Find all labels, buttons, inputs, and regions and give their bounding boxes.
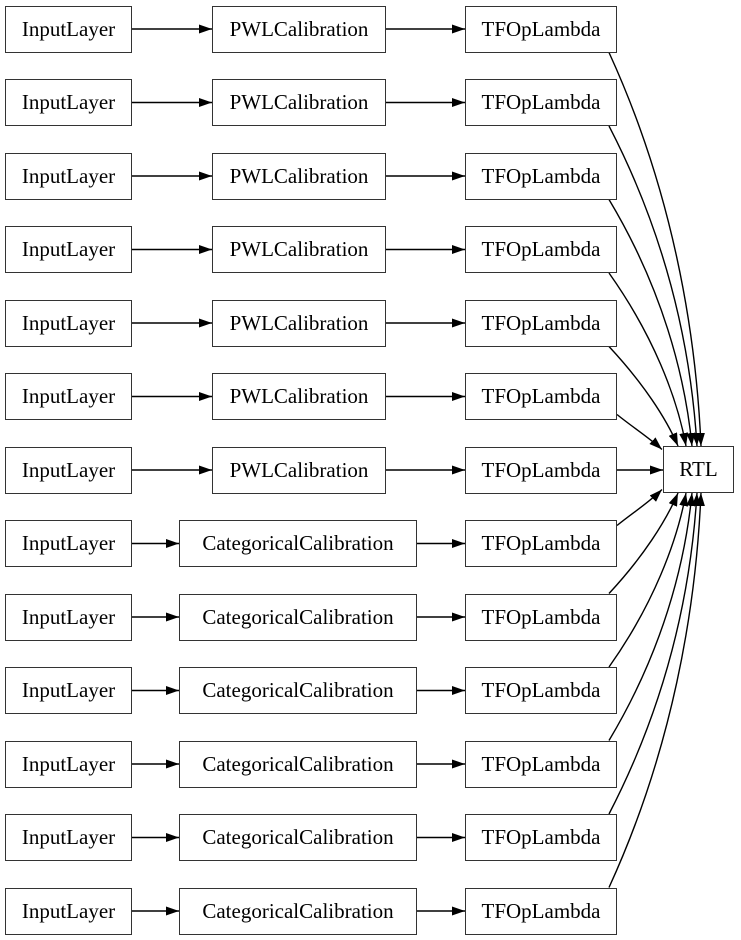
edge-lambda-to-rtl: [608, 346, 679, 447]
node-categorical-calibration: CategoricalCalibration: [179, 593, 417, 641]
node-tf-op-lambda: TFOpLambda: [465, 593, 617, 641]
node-input-layer: InputLayer: [5, 887, 132, 935]
node-pwl-calibration: PWLCalibration: [212, 446, 386, 494]
node-tf-op-lambda: TFOpLambda: [465, 373, 617, 420]
edge-lambda-to-rtl: [608, 52, 705, 447]
node-input-layer: InputLayer: [5, 79, 132, 126]
edge-lambda-to-rtl: [616, 413, 663, 451]
node-input-layer: InputLayer: [5, 226, 132, 273]
node-categorical-calibration: CategoricalCalibration: [179, 814, 417, 861]
node-tf-op-lambda: TFOpLambda: [465, 887, 617, 935]
edge-lambda-to-rtl: [608, 492, 679, 594]
node-rtl: RTL: [663, 446, 734, 493]
node-input-layer: InputLayer: [5, 373, 132, 420]
node-input-layer: InputLayer: [5, 299, 132, 347]
node-pwl-calibration: PWLCalibration: [212, 79, 386, 126]
node-input-layer: InputLayer: [5, 667, 132, 714]
node-input-layer: InputLayer: [5, 520, 132, 567]
node-categorical-calibration: CategoricalCalibration: [179, 520, 417, 567]
node-categorical-calibration: CategoricalCalibration: [179, 667, 417, 714]
node-tf-op-lambda: TFOpLambda: [465, 299, 617, 347]
node-tf-op-lambda: TFOpLambda: [465, 814, 617, 861]
node-tf-op-lambda: TFOpLambda: [465, 446, 617, 494]
node-tf-op-lambda: TFOpLambda: [465, 5, 617, 53]
edge-lambda-to-rtl: [608, 492, 701, 815]
node-input-layer: InputLayer: [5, 446, 132, 494]
edge-lambda-to-rtl: [608, 272, 689, 447]
node-tf-op-lambda: TFOpLambda: [465, 226, 617, 273]
edge-lambda-to-rtl: [608, 125, 701, 447]
node-input-layer: InputLayer: [5, 5, 132, 53]
node-input-layer: InputLayer: [5, 593, 132, 641]
edge-lambda-to-rtl: [608, 492, 689, 668]
node-pwl-calibration: PWLCalibration: [212, 373, 386, 420]
node-categorical-calibration: CategoricalCalibration: [179, 740, 417, 788]
node-tf-op-lambda: TFOpLambda: [465, 79, 617, 126]
edge-lambda-to-rtl: [616, 489, 663, 527]
node-input-layer: InputLayer: [5, 152, 132, 200]
edge-lambda-to-rtl: [608, 199, 696, 447]
node-tf-op-lambda: TFOpLambda: [465, 152, 617, 200]
node-pwl-calibration: PWLCalibration: [212, 299, 386, 347]
edge-lambda-to-rtl: [608, 492, 705, 888]
node-input-layer: InputLayer: [5, 814, 132, 861]
edge-lambda-to-rtl: [608, 492, 696, 741]
node-tf-op-lambda: TFOpLambda: [465, 667, 617, 714]
node-pwl-calibration: PWLCalibration: [212, 226, 386, 273]
node-pwl-calibration: PWLCalibration: [212, 152, 386, 200]
node-input-layer: InputLayer: [5, 740, 132, 788]
node-categorical-calibration: CategoricalCalibration: [179, 887, 417, 935]
node-tf-op-lambda: TFOpLambda: [465, 740, 617, 788]
node-tf-op-lambda: TFOpLambda: [465, 520, 617, 567]
node-pwl-calibration: PWLCalibration: [212, 5, 386, 53]
